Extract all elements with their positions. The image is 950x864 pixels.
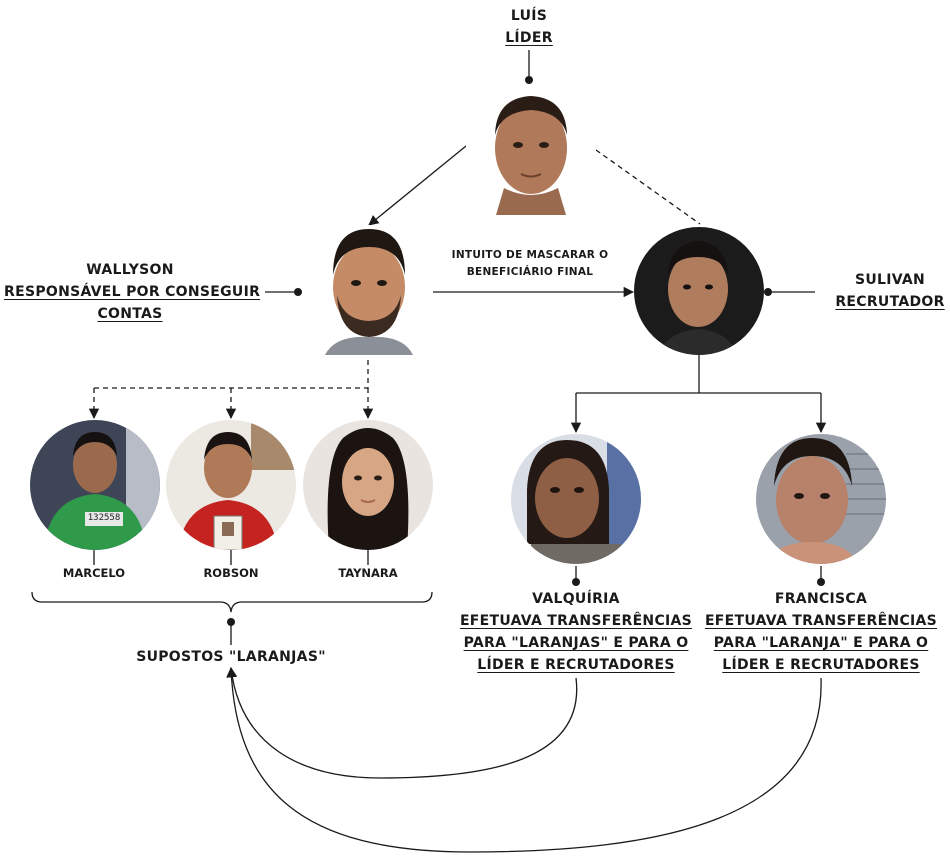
dot-francisca (817, 578, 825, 586)
label-luis: LUÍS LÍDER (479, 5, 579, 49)
dot-sulivan (764, 288, 772, 296)
valquiria-role-line-3: LÍDER E RECRUTADORES (477, 657, 675, 673)
edge-valquiria-to-laranjas (226, 666, 578, 779)
edge-label-line-2: BENEFICIÁRIO FINAL (466, 266, 594, 278)
sulivan-role: RECRUTADOR (835, 294, 945, 310)
photo-wallyson (305, 225, 433, 355)
dot-wallyson (294, 288, 302, 296)
dot-luis (525, 76, 533, 84)
photo-taynara (303, 420, 433, 550)
photo-valquiria (511, 434, 641, 564)
francisca-role-line-3: LÍDER E RECRUTADORES (722, 657, 920, 673)
label-marcelo: MARCELO (62, 566, 126, 580)
photo-sulivan (634, 227, 764, 355)
wallyson-role-line-2: CONTAS (97, 306, 163, 322)
sulivan-name: SULIVAN (854, 272, 926, 288)
marcelo-badge-number: 132558 (87, 513, 121, 523)
photo-marcelo: 132558 (30, 420, 160, 550)
valquiria-role-line-1: EFETUAVA TRANSFERÊNCIAS (459, 613, 693, 629)
label-taynara: TAYNARA (338, 566, 398, 580)
group-brace (31, 591, 433, 613)
francisca-role-line-1: EFETUAVA TRANSFERÊNCIAS (704, 613, 938, 629)
luis-role: LÍDER (505, 30, 553, 46)
valquiria-name: VALQUÍRIA (532, 591, 620, 607)
label-robson: ROBSON (203, 566, 259, 580)
edge-francisca-to-laranjas (226, 666, 822, 853)
label-wallyson: WALLYSON RESPONSÁVEL POR CONSEGUIR CONTA… (4, 259, 261, 325)
edge-label-line-1: INTUITO DE MASCARAR O (451, 249, 609, 261)
francisca-role-line-2: PARA "LARANJA" E PARA O (713, 635, 929, 651)
wallyson-name: WALLYSON (86, 262, 174, 278)
label-francisca: FRANCISCA EFETUAVA TRANSFERÊNCIAS PARA "… (701, 588, 941, 676)
edge-luis-to-wallyson (368, 145, 467, 226)
dot-valquiria (572, 578, 580, 586)
edge-label-masking: INTUITO DE MASCARAR O BENEFICIÁRIO FINAL (440, 247, 620, 281)
edge-luis-to-sulivan (595, 149, 701, 225)
label-group-laranjas: SUPOSTOS "LARANJAS" (136, 649, 326, 665)
dot-group (227, 618, 235, 626)
valquiria-role-line-2: PARA "LARANJAS" E PARA O (463, 635, 689, 651)
label-sulivan: SULIVAN RECRUTADOR (832, 269, 948, 313)
edge-sulivan-to-transferers (570, 355, 827, 434)
francisca-name: FRANCISCA (774, 591, 868, 607)
edge-wallyson-to-laranjas (88, 360, 374, 420)
photo-francisca (756, 434, 886, 564)
luis-name: LUÍS (510, 8, 548, 24)
wallyson-role-line-1: RESPONSÁVEL POR CONSEGUIR (4, 284, 261, 300)
label-valquiria: VALQUÍRIA EFETUAVA TRANSFERÊNCIAS PARA "… (456, 588, 696, 676)
photo-luis (466, 90, 596, 215)
photo-robson (166, 420, 296, 550)
